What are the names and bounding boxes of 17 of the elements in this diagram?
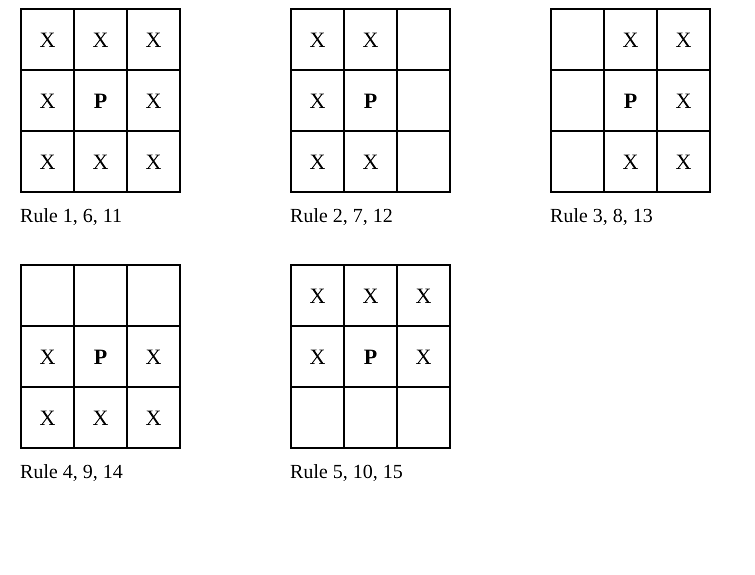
grid-cell: X <box>126 130 181 193</box>
grid-cell: X <box>656 8 711 71</box>
grid-cell: X <box>290 8 345 71</box>
grid-cell: X <box>126 8 181 71</box>
grid-cell: X <box>396 264 451 327</box>
rule-caption: Rule 5, 10, 15 <box>290 461 403 484</box>
rule-caption: Rule 2, 7, 12 <box>290 205 393 228</box>
rule-caption: Rule 1, 6, 11 <box>20 205 122 228</box>
grid-cell: X <box>656 130 711 193</box>
grid-cell: X <box>126 386 181 449</box>
rule-caption: Rule 4, 9, 14 <box>20 461 123 484</box>
grid-cell: X <box>290 264 345 327</box>
grid-cell: X <box>20 8 75 71</box>
grid-cell: X <box>20 130 75 193</box>
grid-cell: X <box>290 130 345 193</box>
rule-caption: Rule 3, 8, 13 <box>550 205 653 228</box>
grid-cell: X <box>20 386 75 449</box>
